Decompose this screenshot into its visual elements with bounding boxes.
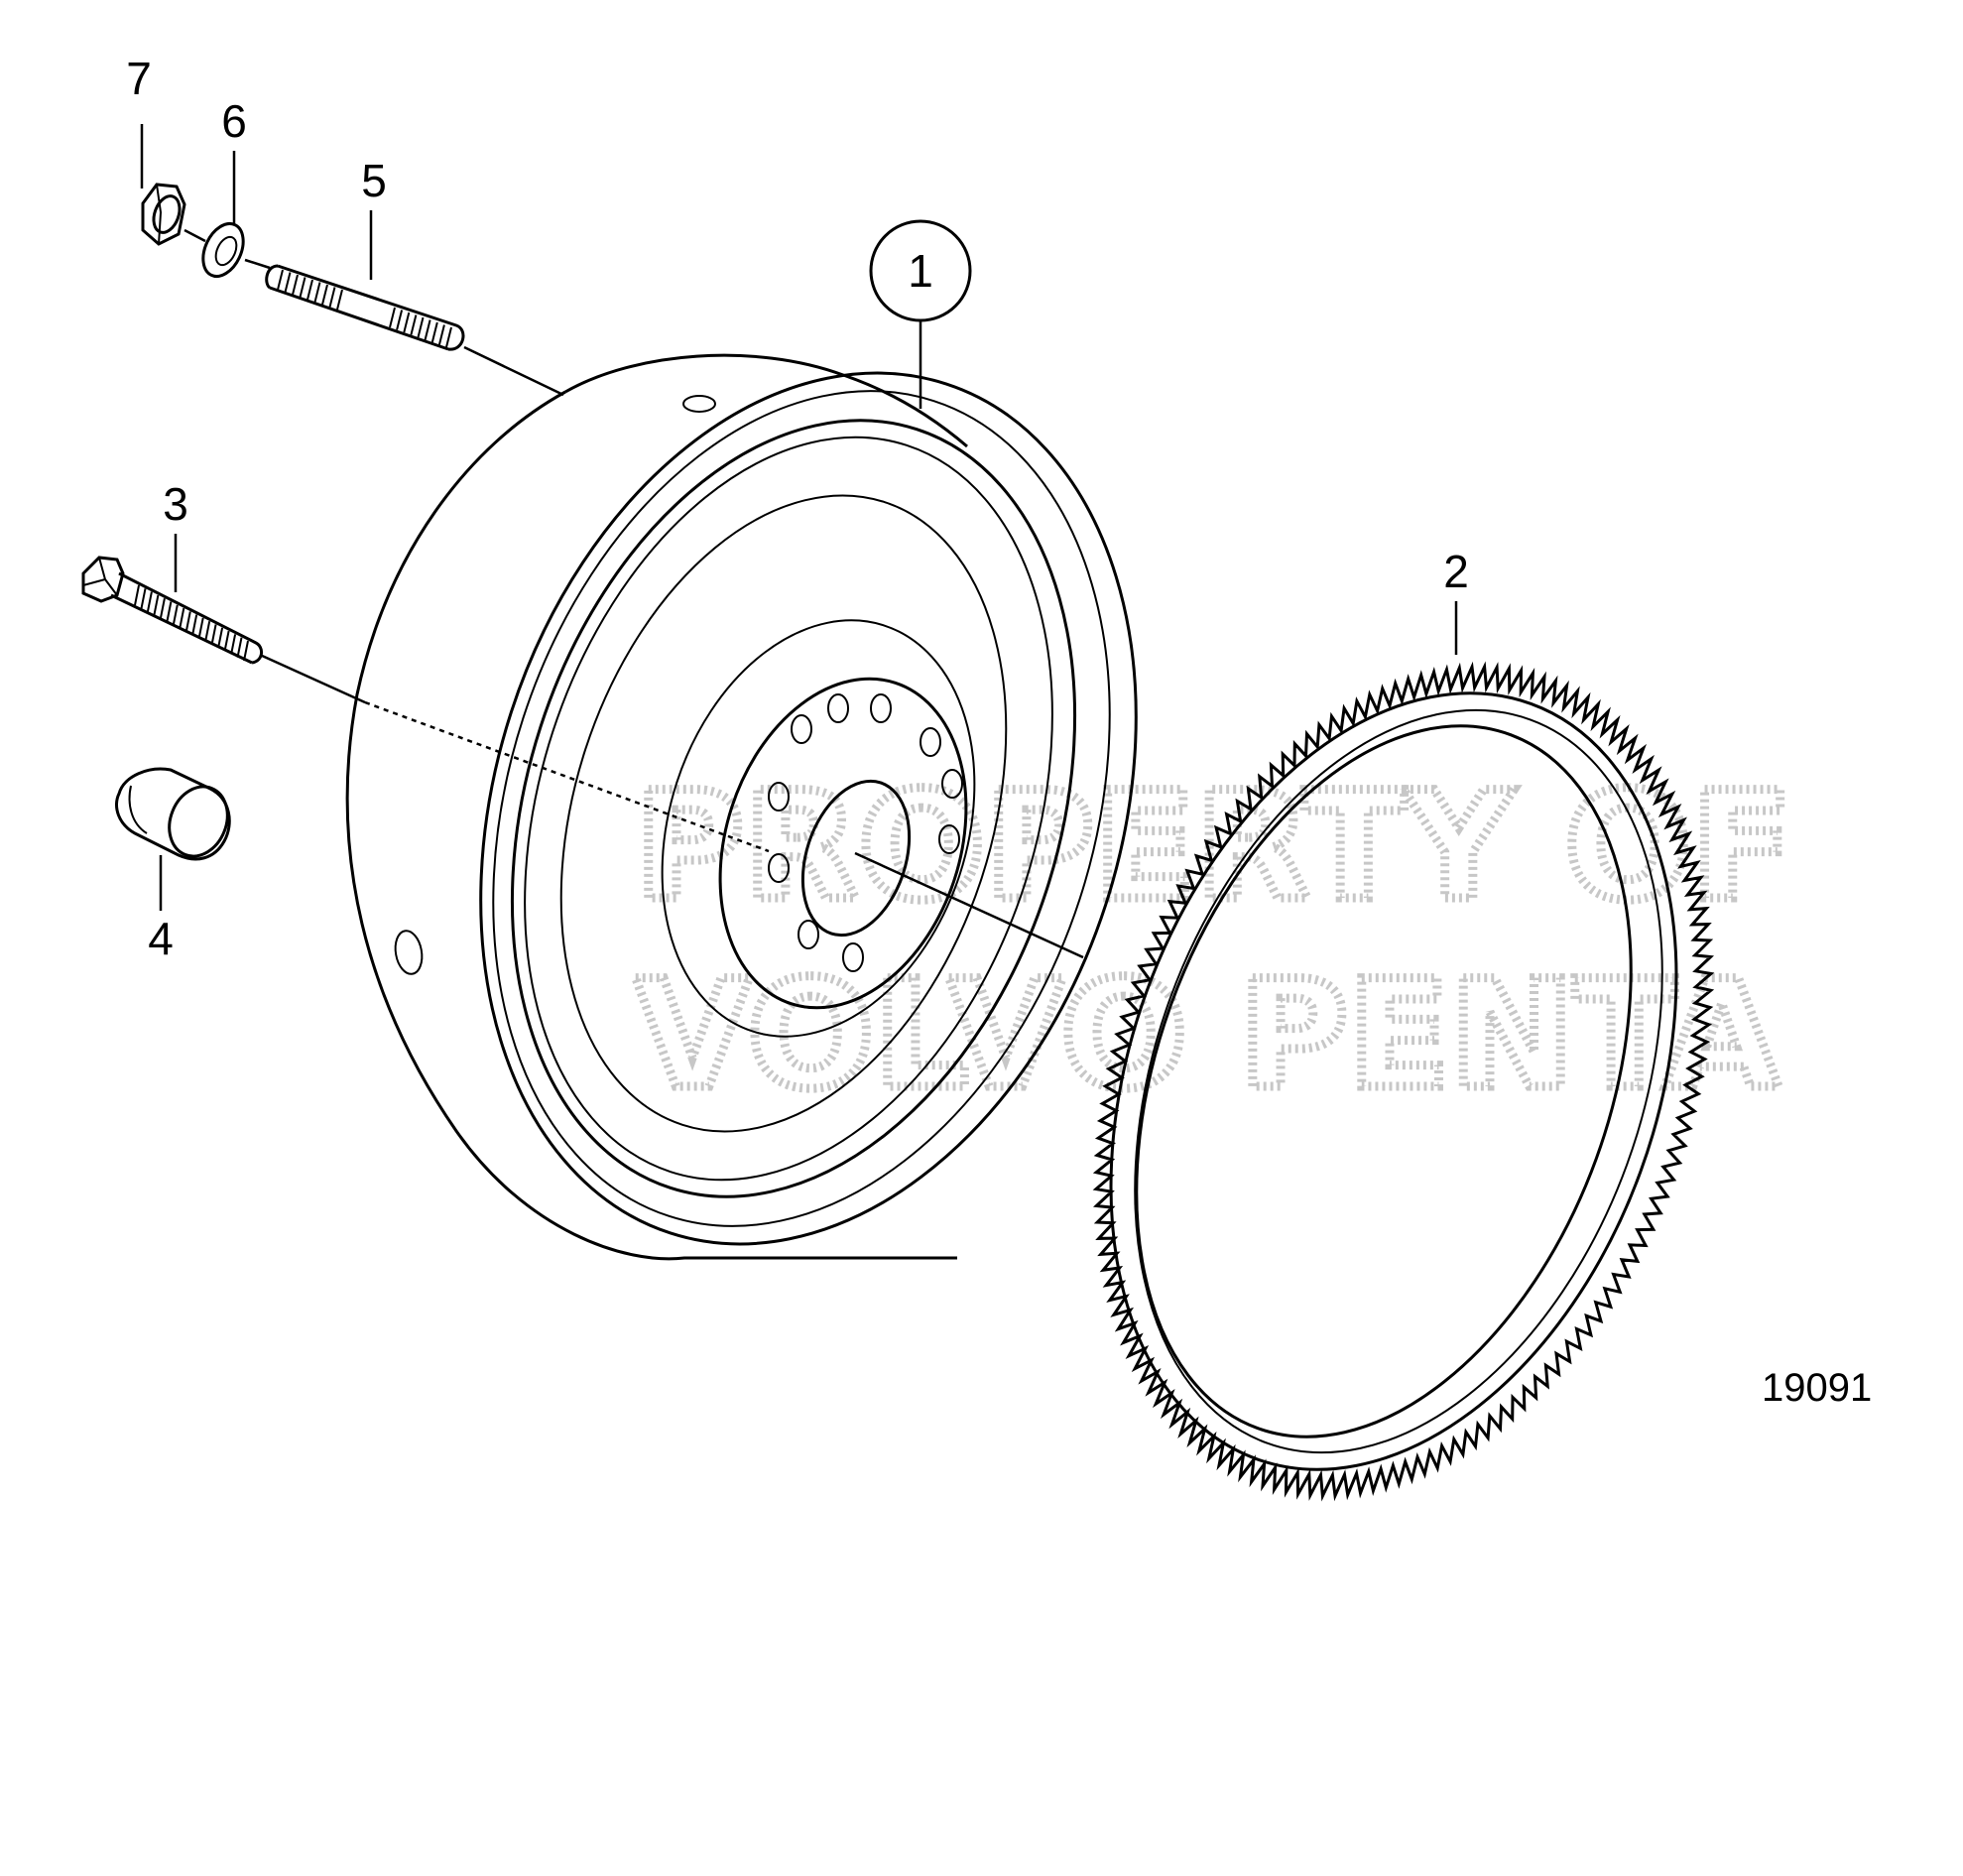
callout-7[interactable]: 7 (126, 53, 152, 104)
bolt-threads (134, 584, 249, 662)
flywheel-top-hole (682, 395, 716, 413)
thread-line (172, 604, 179, 625)
callout-2[interactable]: 2 (1443, 546, 1469, 597)
thread-line (146, 591, 153, 612)
thread-line (153, 594, 160, 616)
flywheel-side-hole (394, 930, 424, 975)
flywheel-top-edge (564, 353, 968, 448)
watermark-line-1: PROPERTY OF (635, 761, 1792, 934)
stud-body (265, 264, 465, 351)
flywheel-inner-step (559, 494, 1008, 1133)
flywheel-bolt-holes (768, 693, 963, 972)
ring-gear-inner-chamfer (1134, 708, 1663, 1454)
washer-outer (201, 222, 245, 278)
ring-gear[interactable] (1009, 614, 1778, 1549)
washer[interactable] (195, 217, 251, 283)
thread-line (417, 316, 425, 338)
callout-1-circle (869, 219, 972, 322)
thread-line (307, 279, 313, 301)
thread-line (179, 607, 185, 629)
flywheel-body-outline (345, 390, 957, 1261)
flywheel-hub-outer (661, 619, 976, 1038)
nut[interactable] (141, 183, 186, 246)
thread-line (410, 314, 418, 335)
thread-line (204, 621, 211, 642)
thread-line (140, 588, 147, 609)
thread-line (403, 312, 411, 333)
thread-line (430, 321, 438, 343)
thread-line (166, 601, 173, 622)
callout-4[interactable]: 4 (148, 913, 174, 964)
bolt-head (81, 556, 125, 603)
thread-line (396, 310, 404, 330)
thread-line (210, 624, 217, 645)
watermark: PROPERTY OF VOLVO PENTA (631, 757, 1797, 1127)
flywheel-center-bore (800, 779, 912, 938)
thread-line (292, 274, 299, 296)
flywheel-ring-3 (510, 419, 1077, 1198)
thread-line (134, 584, 140, 606)
assembly-lines (184, 228, 1084, 959)
callout-5[interactable]: 5 (361, 155, 387, 206)
callout-3[interactable]: 3 (163, 478, 188, 530)
ring-gear-inner-edge (1135, 724, 1633, 1438)
thread-line (223, 630, 230, 652)
thread-line (321, 284, 328, 306)
thread-line (191, 614, 198, 635)
bolt[interactable] (81, 556, 263, 665)
thread-line (217, 627, 224, 648)
dowel-pin-end (168, 785, 229, 858)
thread-line (236, 637, 243, 658)
stud[interactable] (265, 264, 465, 351)
leader-lines (140, 124, 1458, 911)
flywheel-hub-face (718, 677, 968, 1010)
flywheel-ring-2 (492, 390, 1111, 1227)
ring-gear-teeth (1092, 661, 1715, 1502)
dowel-pin-body (115, 767, 231, 861)
thread-line (184, 611, 191, 632)
thread-line (336, 289, 343, 311)
stud-threads (277, 269, 452, 348)
thread-line (159, 598, 166, 619)
thread-line (284, 272, 292, 293)
thread-line (243, 640, 249, 662)
flywheel-ring-4 (524, 436, 1053, 1182)
thread-line (424, 319, 431, 340)
figure-number: 19091 (1762, 1366, 1872, 1410)
thread-line (299, 277, 307, 298)
thread-line (313, 282, 321, 303)
nut-body (141, 183, 186, 246)
callout-6[interactable]: 6 (221, 95, 247, 147)
callout-1[interactable]: 1 (908, 245, 933, 297)
thread-line (277, 269, 284, 291)
thread-line (445, 326, 452, 348)
thread-line (230, 634, 237, 655)
washer-hole (214, 235, 238, 267)
dowel-pin[interactable] (115, 767, 237, 865)
thread-line (389, 307, 396, 328)
ring-gear-outer-band (1109, 691, 1678, 1471)
flywheel[interactable] (345, 288, 1243, 1330)
bolt-shank (110, 571, 263, 665)
thread-line (197, 617, 204, 639)
thread-line (437, 324, 445, 345)
thread-line (328, 287, 336, 308)
flywheel-outer-ring (479, 371, 1138, 1246)
watermark-line-2: VOLVO PENTA (635, 949, 1779, 1122)
callouts: 1 2 3 4 5 6 7 19091 (126, 53, 1872, 1410)
